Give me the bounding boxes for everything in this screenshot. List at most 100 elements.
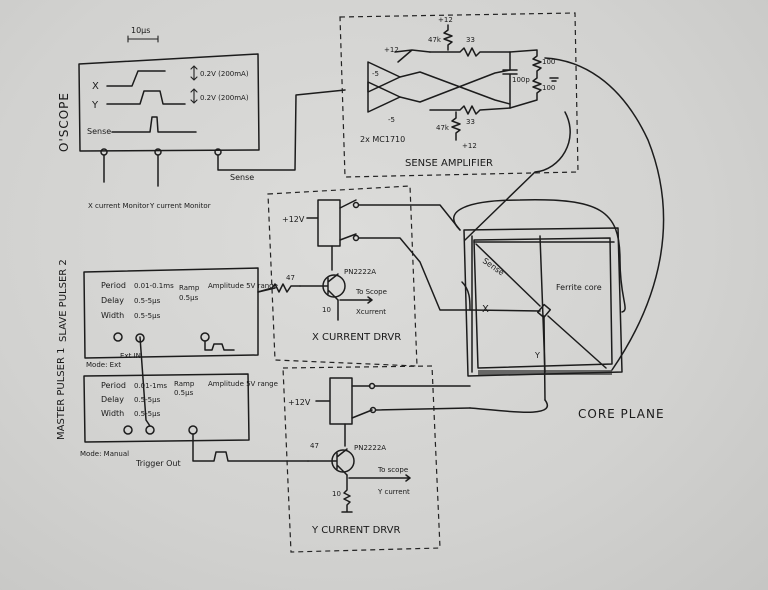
master-period-val: 0.01-1ms xyxy=(134,382,167,390)
oscope-title: O'SCOPE xyxy=(57,92,71,152)
oscope-y-scale: 0.2V (200mA) xyxy=(200,94,249,102)
slave-mode: Mode: Ext xyxy=(86,361,121,369)
slave-ramp-val: 0.5μs xyxy=(179,294,199,302)
master-ramp-val: 0.5μs xyxy=(174,389,194,397)
slave-knob-1 xyxy=(113,332,123,342)
slave-width: Width xyxy=(101,311,124,320)
r-47k-bot-label: 47k xyxy=(436,124,450,132)
core-plane-title: CORE PLANE xyxy=(578,407,665,421)
x-driver-outputs xyxy=(358,204,471,311)
core-plane-inner xyxy=(473,237,613,369)
x-transistor-leads xyxy=(299,273,339,301)
sense-return-loop xyxy=(544,57,665,371)
v-pos-label-top: +12 xyxy=(438,16,453,24)
y-driver-title: Y CURRENT DRVR xyxy=(311,525,401,536)
probe-x-label: X current Monitor xyxy=(88,202,149,210)
y-supply: +12V xyxy=(288,398,311,407)
slave-width-val: 0.5-5μs xyxy=(134,312,161,320)
ferrite-core xyxy=(536,303,552,319)
x-base-resistor xyxy=(257,283,301,293)
trace-x xyxy=(106,70,166,87)
r-100-a-label: 100 xyxy=(542,58,555,66)
master-trig-jack xyxy=(188,425,198,435)
master-width: Width xyxy=(101,409,124,418)
y-relay-contact-b xyxy=(369,406,377,414)
x-driver-title: X CURRENT DRVR xyxy=(312,332,401,343)
oscilloscope: O'SCOPE 10μs X Y Sense 0.2V (200mA) 0.2V… xyxy=(57,26,346,210)
x-current-label: Xcurrent xyxy=(356,308,386,316)
r-33-bot-label: 33 xyxy=(466,118,475,126)
x-to-scope-arrow xyxy=(339,296,373,304)
r-100-pair xyxy=(509,49,542,109)
slave-ext-in: Ext IN xyxy=(120,352,141,360)
core-plane: Sense X Y Ferrite core CORE PLANE xyxy=(453,57,665,421)
x-relay xyxy=(306,199,341,247)
y-to-scope: To scope xyxy=(377,466,408,474)
opamp-top xyxy=(367,61,401,93)
v-neg-top: -5 xyxy=(372,70,379,78)
probe-leads xyxy=(103,89,346,187)
y-driver-outputs xyxy=(374,385,471,411)
slave-box xyxy=(83,267,259,359)
x-transistor-label: PN2222A xyxy=(344,268,376,276)
sense-wire-diagonal xyxy=(475,243,607,369)
oscope-ch-x: X xyxy=(92,81,99,92)
r-33-top-label: 33 xyxy=(466,36,475,44)
slave-period: Period xyxy=(101,281,126,290)
master-trigger-pulse xyxy=(192,433,309,462)
x-current-driver: +12V 47 PN2222A 10 To Scope Xcurrent X C… xyxy=(257,185,471,367)
ground-symbol xyxy=(549,77,559,82)
slave-amplitude: Amplitude 5V range xyxy=(208,282,278,290)
r-33-top xyxy=(429,47,511,57)
master-period: Period xyxy=(101,381,126,390)
y-driver-border xyxy=(282,365,441,553)
sense-amp-title: SENSE AMPLIFIER xyxy=(405,158,493,169)
master-delay: Delay xyxy=(101,395,124,404)
capacitor xyxy=(502,51,518,109)
oscope-box xyxy=(78,53,260,152)
probe-sense-label: Sense xyxy=(230,173,254,182)
chip-label: 2x MC1710 xyxy=(360,135,405,144)
oscope-timebase: 10μs xyxy=(131,26,150,35)
y-r-emit: 10 xyxy=(332,490,341,498)
v-pos-label-bot: +12 xyxy=(462,142,477,150)
x-r-emit: 10 xyxy=(322,306,331,314)
x-r-base: 47 xyxy=(286,274,295,282)
slave-delay-val: 0.5-5μs xyxy=(134,297,161,305)
master-amplitude: Amplitude 5V range xyxy=(208,380,278,388)
core-y-label: Y xyxy=(534,351,540,360)
y-emitter-resistor xyxy=(341,474,353,513)
master-trig: Trigger Out xyxy=(135,459,181,468)
x-relay-switch xyxy=(339,199,357,241)
trace-y xyxy=(106,90,186,105)
x-relay-contact-a xyxy=(352,201,360,209)
slave-title: SLAVE PULSER 2 xyxy=(58,259,69,342)
sense-amp-border xyxy=(339,12,579,178)
oscope-x-scale: 0.2V (200mA) xyxy=(200,70,249,78)
slave-out-jack xyxy=(200,332,210,342)
core-sense-label: Sense xyxy=(481,256,506,277)
slave-period-val: 0.01-0.1ms xyxy=(134,282,174,290)
x-scale-arrow xyxy=(190,65,198,81)
master-ramp: Ramp xyxy=(174,380,195,388)
ext-trigger-link xyxy=(139,336,151,427)
x-supply: +12V xyxy=(282,215,305,224)
y-to-scope-arrow xyxy=(348,474,411,482)
core-plane-grid xyxy=(471,235,615,373)
r-100-b-label: 100 xyxy=(542,84,555,92)
timebase-marker xyxy=(127,35,159,43)
x-to-scope: To Scope xyxy=(355,288,387,296)
y-transistor-label: PN2222A xyxy=(354,444,386,452)
opamp-top-supply xyxy=(394,49,431,63)
core-drive-wires xyxy=(469,309,546,401)
opamp-bottom xyxy=(367,81,401,113)
y-relay xyxy=(315,377,353,425)
probe-y-label: Y current Monitor xyxy=(149,202,211,210)
master-knob-2 xyxy=(145,425,155,435)
master-title: MASTER PULSER 1 xyxy=(56,348,67,440)
r-47k-top xyxy=(443,24,453,51)
y-relay-contact-a xyxy=(368,382,376,390)
master-knob-1 xyxy=(123,425,133,435)
